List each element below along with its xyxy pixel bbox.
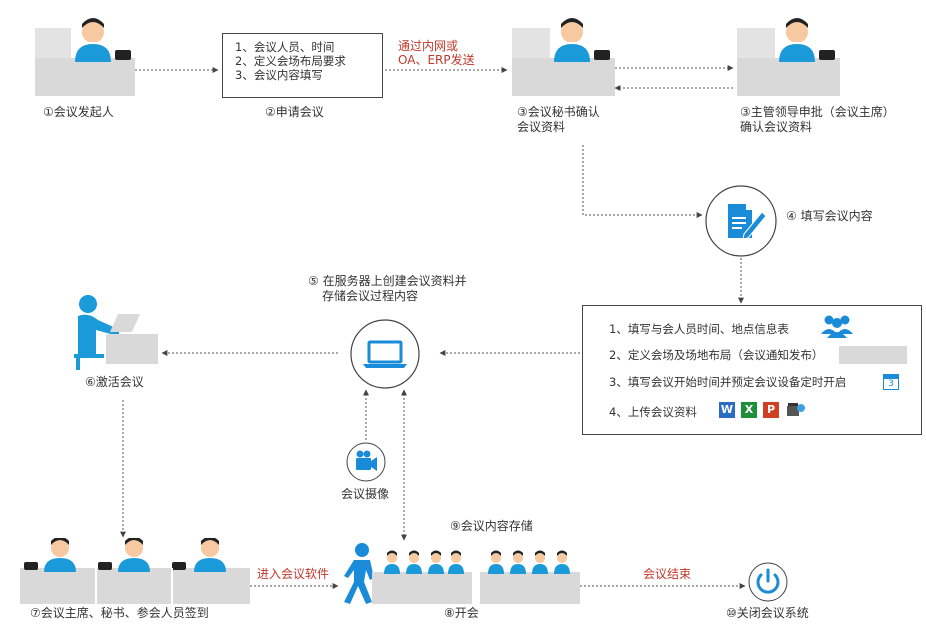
camera-icon: [346, 442, 386, 486]
video-file-icon: [787, 402, 805, 422]
laptop-server-icon: [349, 318, 421, 394]
request-item: 2、定义会场布局要求: [235, 54, 346, 68]
word-file-icon: W: [719, 402, 735, 418]
leader-desk-icon: [737, 18, 840, 100]
channel-line1: 通过内网或: [398, 39, 459, 53]
document-edit-icon: [704, 184, 778, 262]
step1-label: ①会议发起人: [43, 105, 114, 119]
step2-label: ②申请会议: [265, 105, 324, 119]
ppt-file-icon: P: [763, 402, 779, 418]
excel-file-icon: X: [741, 402, 757, 418]
secretary-desk-icon: [512, 18, 615, 100]
step3a-label-line1: ③会议秘书确认: [517, 105, 600, 119]
detail-item: 2、定义会场及场地布局（会议通知发布）: [609, 348, 824, 362]
detail-item: 4、上传会议资料: [609, 405, 697, 419]
step3a-label-line2: 会议资料: [517, 120, 566, 134]
step10-label: ⑩关闭会议系统: [726, 606, 809, 620]
detail-item: 3、填写会议开始时间并预定会议设备定时开启: [609, 375, 847, 389]
notice-placeholder: [839, 346, 907, 364]
detail-box: 1、填写与会人员时间、地点信息表 2、定义会场及场地布局（会议通知发布） 3、填…: [582, 305, 922, 435]
step5-label-line1: ⑤ 在服务器上创建会议资料并: [308, 274, 467, 288]
step4-label: ④ 填写会议内容: [786, 209, 873, 223]
detail-item: 1、填写与会人员时间、地点信息表: [609, 322, 789, 336]
step8-label: ⑧开会: [444, 606, 479, 620]
channel-line2: OA、ERP发送: [398, 53, 475, 67]
enter-software-label: 进入会议软件: [257, 567, 330, 581]
operator-computer-icon: [70, 294, 160, 374]
request-item: 1、会议人员、时间: [235, 40, 335, 54]
step3b-label-line1: ③主管领导申批（会议主席）: [740, 105, 895, 119]
request-box: 1、会议人员、时间 2、定义会场布局要求 3、会议内容填写: [222, 33, 383, 98]
camera-label: 会议摄像: [341, 487, 390, 501]
step7-label: ⑦会议主席、秘书、参会人员签到: [30, 606, 209, 620]
calendar-day: 3: [888, 379, 894, 389]
people-group-icon: [819, 314, 855, 342]
request-item: 3、会议内容填写: [235, 68, 323, 82]
meeting-room-icon: [340, 542, 582, 608]
initiator-desk-icon: [35, 18, 135, 100]
step5-label-line2: 存储会议过程内容: [322, 289, 419, 303]
step3b-label-line2: 确认会议资料: [740, 120, 813, 134]
calendar-icon: 3: [883, 374, 899, 390]
meeting-end-label: 会议结束: [643, 567, 692, 581]
step9-label: ⑨会议内容存储: [450, 519, 533, 533]
power-off-icon: [748, 562, 788, 606]
step6-label: ⑥激活会议: [85, 375, 144, 389]
signin-desks-icon: [20, 536, 250, 608]
line-3-4: [582, 145, 703, 218]
